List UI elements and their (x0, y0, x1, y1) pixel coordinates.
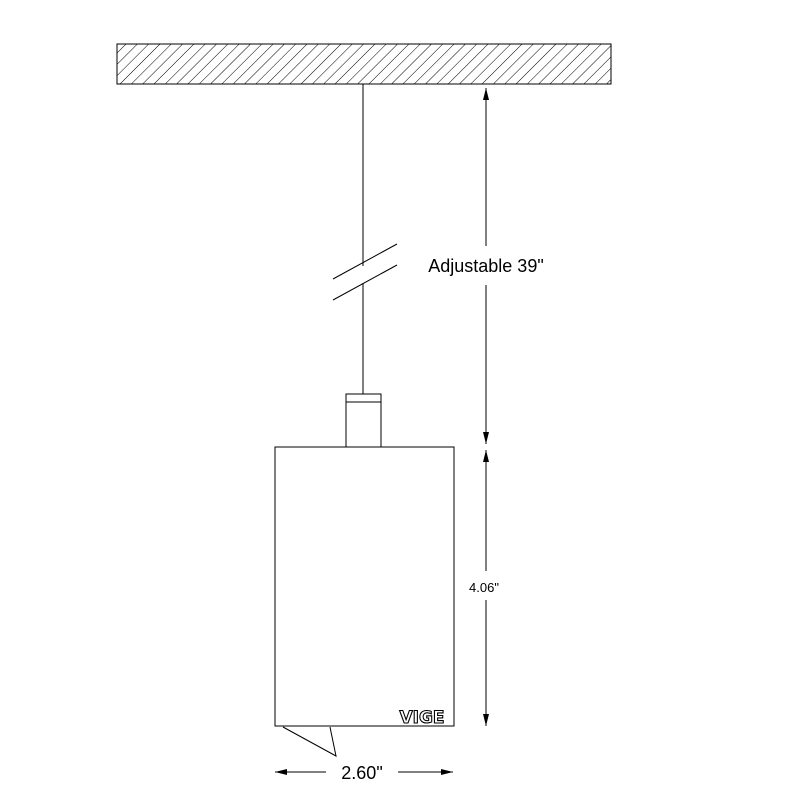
brand-logo-text: VIGE (399, 708, 444, 728)
lamp-body (274, 446, 455, 727)
body-height-label: 4.06" (469, 580, 499, 595)
cord-length-label: Adjustable 39" (428, 256, 543, 276)
cord-connector (345, 393, 382, 448)
dimension-cord-length: Adjustable 39" (428, 88, 544, 444)
ceiling-mount (116, 43, 612, 85)
cord-break-marks (332, 243, 398, 301)
dimension-body-height: 4.06" (469, 450, 499, 726)
dimension-body-width: 2.60" (275, 763, 453, 783)
lamp-bottom-wedge (282, 726, 337, 757)
brand-logo: VIGE (399, 707, 445, 728)
body-width-label: 2.60" (341, 763, 382, 783)
